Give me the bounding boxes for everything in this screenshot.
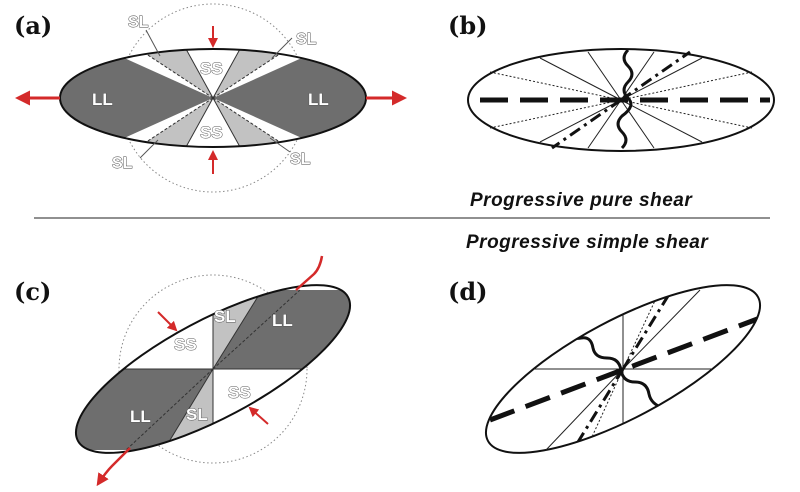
panel-b-pure-shear-structures: (b) (448, 11, 775, 152)
sl-zone-lower-left (110, 98, 213, 147)
shear-arrow-top-right (295, 255, 324, 291)
caption-pure-shear: Progressive pure shear (470, 190, 693, 211)
panel-c-simple-shear-strain-zones: (c) SL LL SS SS LL SL (14, 255, 372, 487)
ll-label-lower: LL (130, 407, 151, 426)
compression-arrow-upper-left (157, 311, 178, 332)
wavy-vein-d (563, 329, 664, 410)
compression-arrow-lower-right (248, 406, 269, 425)
ss-label-bottom: SS (200, 123, 223, 142)
sl-label-lower: SL (186, 405, 208, 424)
ss-label-lower-right: SS (228, 383, 251, 402)
sl-label-lower-right: SL (290, 151, 311, 168)
sl-zone-upper-right (213, 49, 316, 98)
panel-c-label: (c) (14, 277, 51, 306)
panel-a-pure-shear-strain-zones: (a) (14, 3, 407, 193)
ll-label-left: LL (92, 90, 113, 109)
shear-arrow-bottom-left (96, 447, 131, 487)
panel-d-simple-shear-structures: (d) (448, 277, 780, 456)
panel-a-label: (a) (14, 11, 52, 40)
sl-label-lower-left: SL (112, 155, 133, 172)
strain-circle-c (118, 274, 308, 464)
strain-ellipse-c-outline (74, 284, 352, 454)
sl-zone-lower-right (213, 98, 316, 147)
panel-d-label: (d) (448, 277, 488, 306)
sl-label-upper: SL (214, 307, 236, 326)
ss-label-top: SS (200, 59, 223, 78)
caption-simple-shear: Progressive simple shear (466, 232, 709, 253)
thick-dashed-stretch-line-d (489, 315, 761, 423)
ll-label-upper: LL (272, 311, 293, 330)
sl-label-upper-right: SL (296, 31, 317, 48)
wavy-vein (616, 48, 634, 150)
sl-zone-upper-left (110, 49, 213, 98)
sl-label-upper-left: SL (128, 14, 149, 31)
ll-zone-left (60, 49, 213, 147)
ss-label-upper-left: SS (174, 335, 197, 354)
panel-b-label: (b) (448, 11, 488, 40)
ll-label-right: LL (308, 90, 329, 109)
